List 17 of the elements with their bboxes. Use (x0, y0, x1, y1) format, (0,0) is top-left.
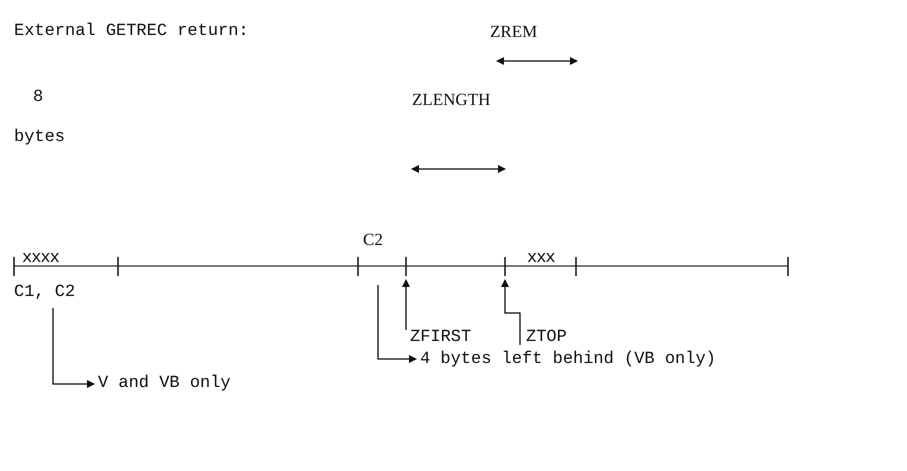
title: External GETREC return: (14, 22, 249, 42)
field-label: C2 (363, 230, 383, 250)
filler-marks: xxx (527, 249, 555, 269)
callout-text: ZTOP (526, 328, 567, 348)
field-label: ZREM (490, 22, 538, 42)
callout-text: C1, C2 (14, 283, 76, 303)
callout-text: V and VB only (98, 374, 231, 394)
leader-line (402, 279, 410, 330)
size-label: 8 (33, 88, 44, 108)
leader-line (52, 308, 95, 388)
filler-marks: xxxx (22, 249, 59, 269)
callout-text: ZFIRST (410, 328, 472, 348)
unit-label: bytes (14, 128, 66, 148)
callout-text: 4 bytes left behind (VB only) (420, 350, 716, 370)
leader-line (501, 279, 521, 345)
leader-line (377, 285, 417, 363)
field-label: ZLENGTH (412, 90, 490, 110)
